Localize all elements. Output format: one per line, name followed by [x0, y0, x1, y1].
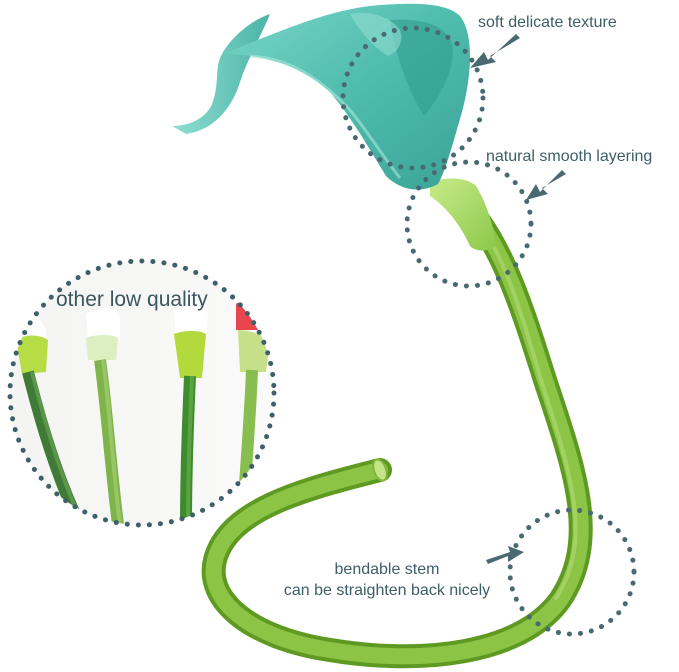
callout-circle-layering: [404, 159, 534, 289]
callout-circle-texture: [340, 25, 486, 171]
texture-caption: soft delicate texture: [478, 14, 617, 31]
bendable-caption-line1: bendable stem: [334, 561, 440, 578]
bendable-caption: bendable stem can be straighten back nic…: [262, 559, 512, 601]
callout-circle-bendable: [507, 507, 637, 637]
flower-base: [430, 178, 496, 251]
arrow-icon: [526, 170, 566, 200]
layering-caption: natural smooth layering: [486, 148, 653, 165]
low-quality-inset: [7, 258, 277, 528]
flower-stem: [201, 188, 593, 669]
bendable-caption-line2: can be straighten back nicely: [283, 582, 491, 599]
arrow-icon: [486, 546, 524, 564]
low-quality-caption: other low quality: [56, 288, 208, 311]
arrow-icon: [470, 34, 520, 68]
calla-lily-flower: [172, 3, 470, 190]
